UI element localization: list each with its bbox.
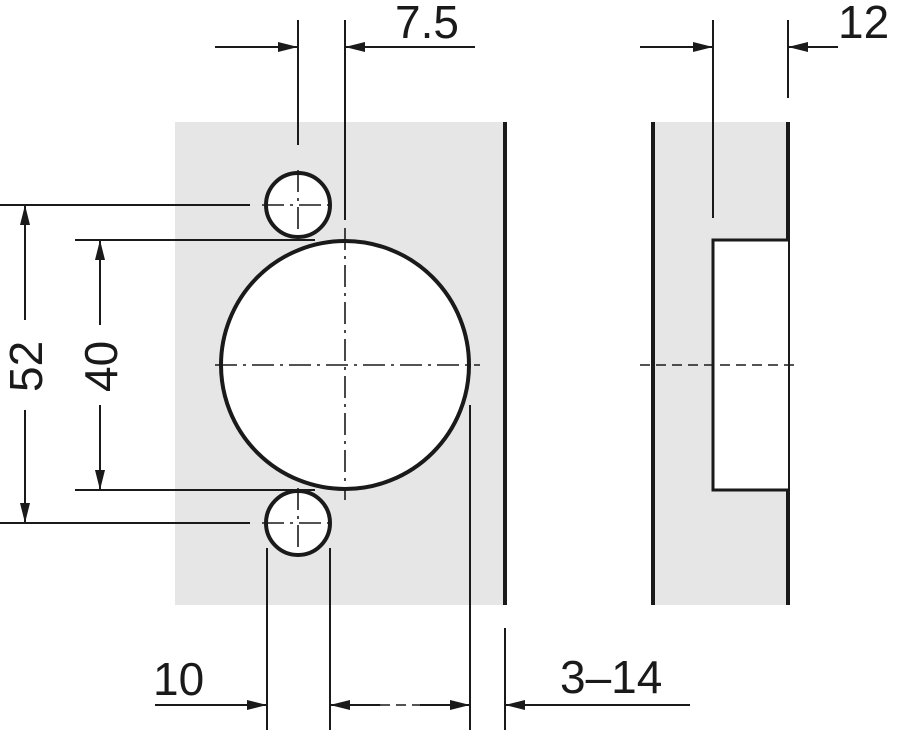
dimension-label-52: 52 [0,341,52,392]
dimension-label-10: 10 [153,653,204,705]
dimension-label-12: 12 [838,0,889,48]
dimension-label-3-14: 3–14 [560,651,662,703]
dimension-label-40: 40 [75,341,127,392]
dimension-label-7-5: 7.5 [395,0,459,48]
